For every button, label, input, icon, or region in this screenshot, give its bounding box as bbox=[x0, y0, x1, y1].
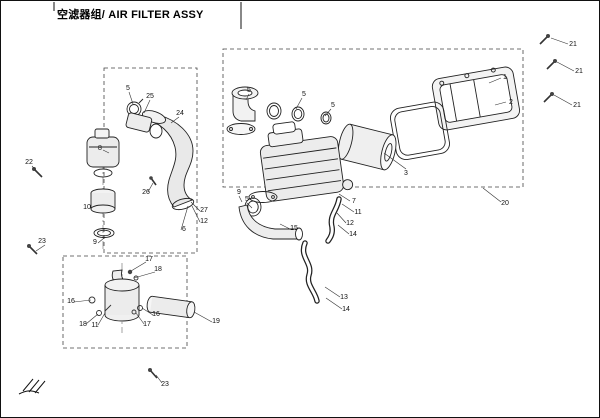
callout-label: 23 bbox=[38, 238, 46, 245]
callout-label: 16 bbox=[152, 311, 160, 318]
callout-label: 12 bbox=[346, 220, 354, 227]
drain-hose bbox=[300, 196, 342, 304]
leader-lines bbox=[31, 37, 575, 384]
frame-ticks bbox=[53, 2, 242, 29]
callout-label: 5 bbox=[247, 87, 251, 94]
callout-label: 18 bbox=[154, 266, 162, 273]
filter-element bbox=[337, 123, 397, 171]
callout-label: 5 bbox=[245, 196, 249, 203]
corner-drafting-mark bbox=[18, 378, 46, 395]
left-duct-stack bbox=[86, 98, 163, 238]
callout-label: 20 bbox=[501, 200, 509, 207]
callout-label: 12 bbox=[200, 218, 208, 225]
callout-label: 21 bbox=[569, 41, 577, 48]
callout-label: 26 bbox=[142, 189, 150, 196]
callout-label: 5 bbox=[302, 91, 306, 98]
callout-label: 2 bbox=[509, 99, 513, 106]
hose-clamp bbox=[266, 102, 332, 125]
callout-label: 25 bbox=[146, 93, 154, 100]
callout-label: 17 bbox=[143, 321, 151, 328]
callout-label: 17 bbox=[145, 256, 153, 263]
outlet-elbow bbox=[238, 191, 303, 241]
callout-label: 8 bbox=[98, 145, 102, 152]
callout-label: 16 bbox=[67, 298, 75, 305]
page-title: 空滤器组/ AIR FILTER ASSY bbox=[57, 9, 204, 21]
callout-label: 19 bbox=[212, 318, 220, 325]
callout-label: 14 bbox=[349, 231, 357, 238]
cover-screw-icon bbox=[539, 34, 557, 103]
callout-label: 21 bbox=[573, 102, 581, 109]
airbox-body bbox=[259, 121, 354, 202]
callout-label: 1 bbox=[503, 74, 507, 81]
callout-label: 13 bbox=[340, 294, 348, 301]
callout-label: 27 bbox=[200, 207, 208, 214]
callout-label: 14 bbox=[342, 306, 350, 313]
airbox-assembly-box bbox=[222, 48, 524, 188]
callout-label: 24 bbox=[176, 110, 184, 117]
callout-label: 9 bbox=[93, 239, 97, 246]
callout-label: 9 bbox=[237, 189, 241, 196]
fastener-icons bbox=[27, 167, 158, 379]
airbox-cover bbox=[431, 66, 521, 131]
callout-label: 5 bbox=[331, 102, 335, 109]
callout-label: 11 bbox=[91, 322, 98, 329]
callout-label: 11 bbox=[354, 209, 361, 216]
callout-label: 6 bbox=[182, 226, 186, 233]
callout-label: 21 bbox=[575, 68, 583, 75]
callout-label: 15 bbox=[290, 225, 298, 232]
intake-elbow bbox=[226, 86, 259, 135]
callout-label: 22 bbox=[25, 159, 33, 166]
callout-label: 18 bbox=[79, 321, 87, 328]
callout-label: 23 bbox=[161, 381, 169, 388]
callout-label: 7 bbox=[352, 198, 356, 205]
callout-label: 5 bbox=[126, 85, 130, 92]
callout-label: 3 bbox=[404, 170, 408, 177]
callouts: 21 21 21 1 2 3 20 5 5 5 7 11 12 14 13 14… bbox=[25, 41, 583, 388]
callout-label: 10 bbox=[83, 204, 91, 211]
